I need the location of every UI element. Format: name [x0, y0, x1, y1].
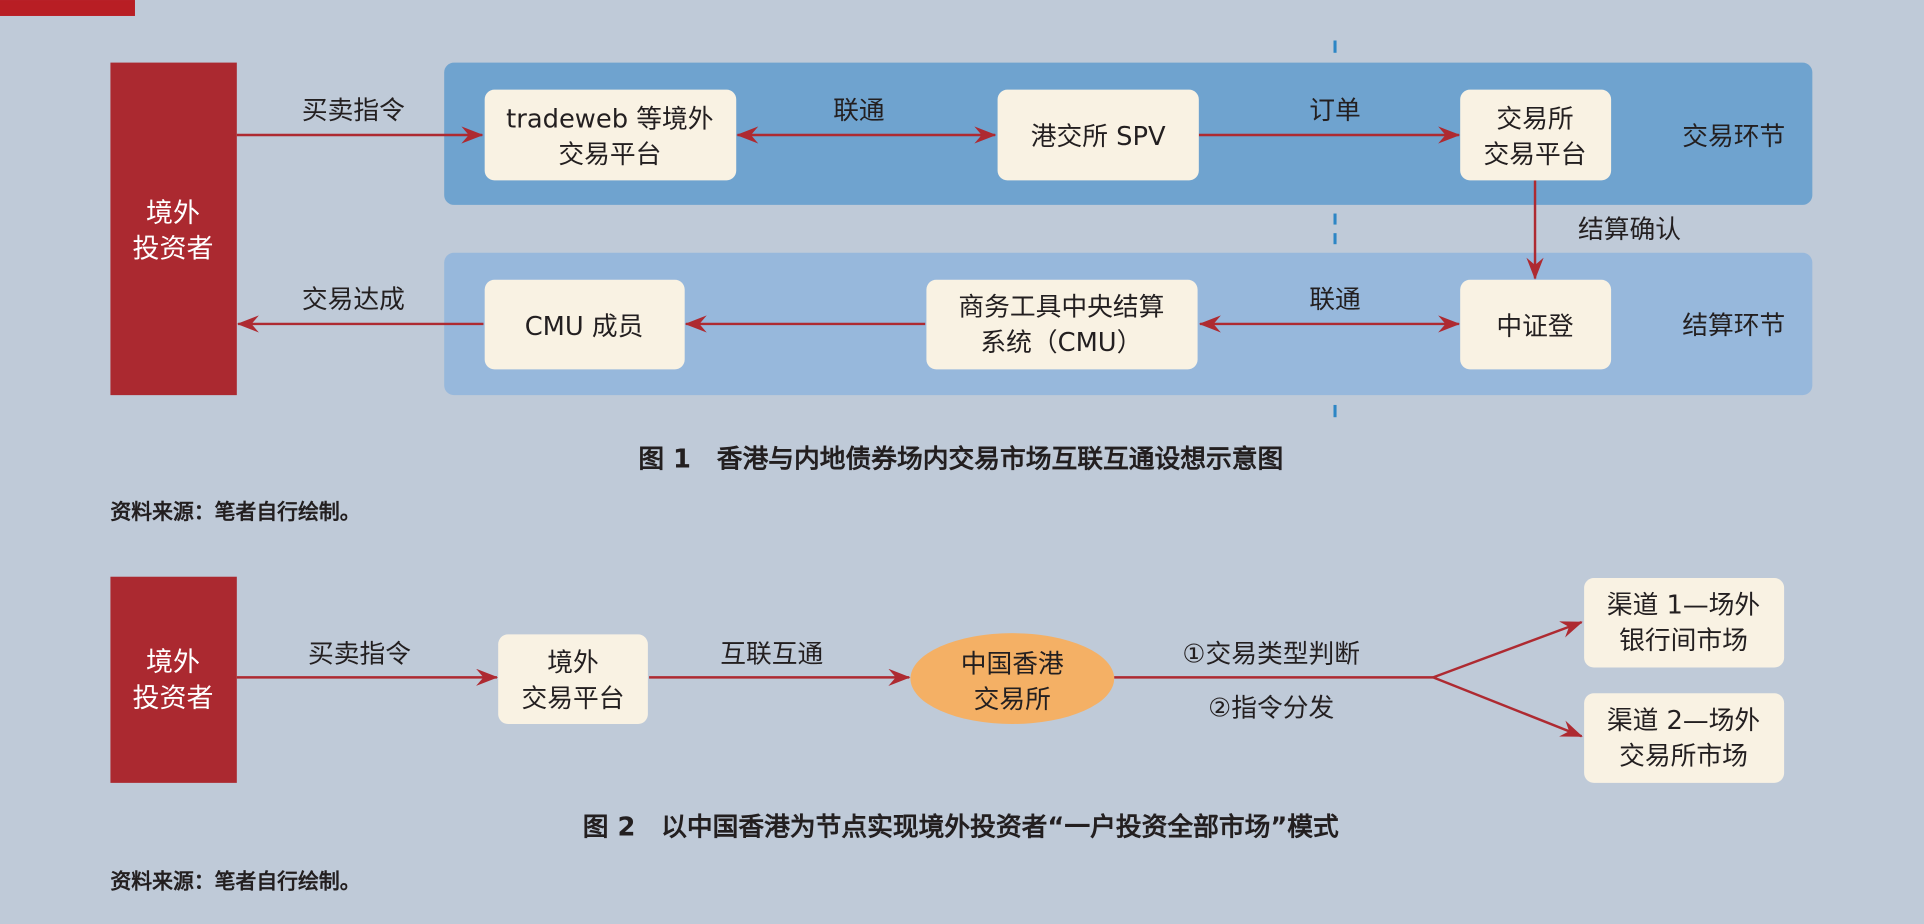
- node-label-line2: 交易所: [974, 685, 1051, 715]
- node-label: 中证登: [1496, 312, 1573, 342]
- figure1-caption: 图 1 香港与内地债券场内交易市场互联互通设想示意图: [638, 444, 1283, 475]
- node-offshore-trading-platform[interactable]: 境外 交易平台: [498, 634, 648, 724]
- edge-label-interconnect: 互联互通: [720, 640, 823, 670]
- edge-to-channel2: [1432, 676, 1583, 738]
- edge-label-order: 订单: [1309, 96, 1361, 126]
- edge-label-settlement-confirm: 结算确认: [1578, 215, 1681, 245]
- node-cmu-system[interactable]: 商务工具中央结算 系统（CMU）: [926, 279, 1198, 370]
- trading-band-label: 交易环节: [1682, 122, 1785, 152]
- edge-to-channel1: [1432, 620, 1583, 679]
- node-label-line2: 系统（CMU）: [980, 328, 1142, 358]
- edge-label-trade-concluded: 交易达成: [302, 285, 405, 315]
- investor-label-line1: 境外: [146, 647, 200, 678]
- node-exchange-trading-platform[interactable]: 交易所 交易平台: [1460, 89, 1612, 181]
- node-label: 港交所 SPV: [1031, 122, 1166, 152]
- figure2-source: 资料来源：笔者自行绘制。: [110, 869, 360, 893]
- edge-label-buy-sell: 买卖指令: [308, 640, 411, 670]
- node-label-line2: 交易平台: [558, 140, 661, 170]
- figure1-source: 资料来源：笔者自行绘制。: [110, 500, 360, 524]
- figure-1: 境外 投资者 买卖指令 联通 订单 结算确认 联通 交易达成 tradeweb …: [110, 40, 1813, 524]
- investor-label-line2: 投资者: [133, 234, 214, 265]
- node-label-line1: 交易所: [1496, 105, 1573, 135]
- node-label-line2: 交易所市场: [1619, 741, 1748, 771]
- edge-label-step1: ①交易类型判断: [1182, 640, 1360, 670]
- node-label-line2: 银行间市场: [1619, 626, 1748, 656]
- node-cmu-member[interactable]: CMU 成员: [484, 279, 685, 370]
- node-label-line1: tradeweb 等境外: [506, 105, 713, 135]
- node-channel-2[interactable]: 渠道 2—场外 交易所市场: [1584, 693, 1785, 783]
- node-hk-exchange[interactable]: 中国香港 交易所: [910, 633, 1115, 724]
- figure-2: 境外 投资者 买卖指令 互联互通 ①交易类型判断 ②指令分发 境外 交易平台 中…: [110, 576, 1785, 893]
- node-label-line1: 境外: [547, 648, 599, 678]
- offshore-investor-node[interactable]: 境外 投资者: [110, 62, 237, 396]
- investor-label-line1: 境外: [146, 198, 200, 229]
- node-label-line1: 商务工具中央结算: [958, 292, 1164, 322]
- node-label-line1: 渠道 2—场外: [1607, 706, 1760, 736]
- node-csdc[interactable]: 中证登: [1460, 279, 1612, 370]
- figure2-caption: 图 2 以中国香港为节点实现境外投资者“一户投资全部市场”模式: [583, 812, 1339, 843]
- edge-label-step2: ②指令分发: [1208, 694, 1334, 724]
- node-label-line1: 渠道 1—场外: [1607, 591, 1760, 621]
- header-accent-bar: [0, 0, 135, 16]
- edge-label-connect-top: 联通: [833, 96, 885, 126]
- offshore-investor-node[interactable]: 境外 投资者: [110, 576, 237, 783]
- edge-label-connect-bottom: 联通: [1309, 285, 1361, 315]
- node-label-line1: 中国香港: [961, 649, 1064, 679]
- node-channel-1[interactable]: 渠道 1—场外 银行间市场: [1584, 577, 1785, 668]
- edge-label-buy-sell: 买卖指令: [302, 96, 405, 126]
- investor-label-line2: 投资者: [133, 683, 214, 714]
- node-label-line2: 交易平台: [522, 684, 625, 714]
- settlement-band-label: 结算环节: [1682, 311, 1785, 341]
- node-label-line2: 交易平台: [1484, 140, 1587, 170]
- node-hkex-spv[interactable]: 港交所 SPV: [997, 89, 1199, 181]
- node-label: CMU 成员: [525, 312, 644, 342]
- node-offshore-trading-platform[interactable]: tradeweb 等境外 交易平台: [484, 89, 737, 181]
